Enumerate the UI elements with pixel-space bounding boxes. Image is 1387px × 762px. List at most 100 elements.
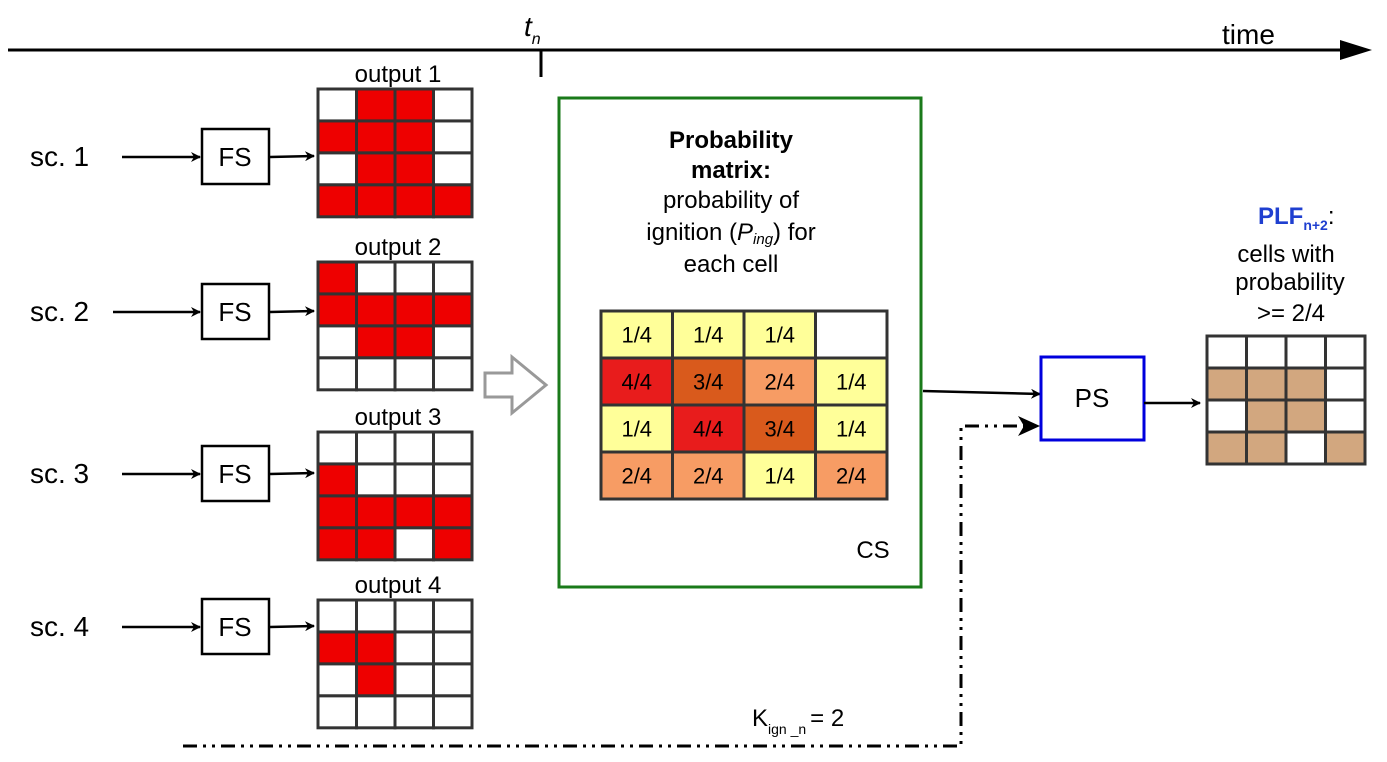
burned-cell (393, 87, 435, 123)
time-axis-arrowhead (1340, 40, 1372, 60)
fs-output-arrow (269, 621, 315, 632)
unburned-cell (316, 356, 358, 392)
unburned-cell (393, 462, 435, 498)
plf-panel: PLFn+2: cells with probability >= 2/4 (1205, 203, 1367, 466)
probability-value: 2/4 (764, 370, 795, 395)
plf-unburned-cell (1324, 366, 1367, 402)
fs-box (200, 597, 271, 656)
unburned-cell (316, 151, 358, 187)
plf-burned-cell (1284, 398, 1327, 434)
plf-line3: >= 2/4 (1257, 300, 1325, 327)
probability-value: 1/4 (621, 417, 652, 442)
probability-cell (599, 450, 674, 501)
timeline: tn time (8, 11, 1372, 77)
cs-label: CS (856, 537, 889, 564)
probability-value: 2/4 (836, 464, 867, 489)
probability-value: 3/4 (764, 417, 795, 442)
unburned-cell (355, 462, 397, 498)
burned-cell (432, 494, 474, 530)
burned-cell (316, 462, 358, 498)
plf-line1: cells with (1237, 241, 1334, 268)
burned-cell (393, 151, 435, 187)
unburned-cell (316, 694, 358, 730)
unburned-cell (432, 430, 474, 466)
tn-label: tn (524, 11, 541, 48)
cs-to-ps-arrow (922, 388, 1041, 399)
plf-burned-cell (1245, 398, 1288, 434)
burned-cell (355, 630, 397, 666)
burned-cell (316, 292, 358, 328)
probability-cell (814, 309, 889, 360)
cs-panel: Probability matrix: probability of ignit… (557, 96, 923, 589)
probability-cell (599, 309, 674, 360)
fs-label: FS (218, 142, 251, 172)
cs-desc-line3: each cell (684, 251, 779, 278)
plf-burned-cell (1245, 430, 1288, 466)
plf-grid (1205, 334, 1367, 466)
plf-burned-cell (1245, 366, 1288, 402)
unburned-cell (432, 151, 474, 187)
probability-cell (814, 356, 889, 407)
plf-unburned-cell (1205, 334, 1248, 370)
unburned-cell (393, 694, 435, 730)
probability-cell (671, 450, 746, 501)
probability-cell (599, 403, 674, 454)
plf-line2: probability (1235, 269, 1344, 296)
burned-cell (355, 292, 397, 328)
kign-label: Kign _n= 2 (752, 705, 844, 737)
burned-cell (355, 183, 397, 219)
cs-title-line1: Probability (669, 127, 794, 154)
probability-value: 2/4 (621, 464, 652, 489)
plf-unburned-cell (1324, 398, 1367, 434)
output-grid (316, 260, 474, 392)
burned-cell (316, 119, 358, 155)
fs-label: FS (218, 459, 251, 489)
burned-cell (316, 183, 358, 219)
kign-feedback-line (183, 424, 1028, 748)
probability-value: 2/4 (693, 464, 724, 489)
probability-value: 1/4 (764, 323, 795, 348)
unburned-cell (393, 430, 435, 466)
burned-cell (355, 119, 397, 155)
unburned-cell (355, 430, 397, 466)
unburned-cell (432, 462, 474, 498)
burned-cell (432, 292, 474, 328)
burned-cell (393, 494, 435, 530)
kign-arrowhead (1018, 416, 1040, 436)
unburned-cell (432, 694, 474, 730)
unburned-cell (393, 662, 435, 698)
unburned-cell (432, 324, 474, 360)
fs-label: FS (218, 297, 251, 327)
fs-label: FS (218, 612, 251, 642)
probability-cell (742, 309, 817, 360)
unburned-cell (432, 87, 474, 123)
burned-cell (355, 87, 397, 123)
plf-unburned-cell (1205, 398, 1248, 434)
cs-desc-line2: ignition (Ping) for (646, 219, 815, 248)
burned-cell (393, 324, 435, 360)
unburned-cell (432, 119, 474, 155)
probability-cell (671, 403, 746, 454)
probability-value: 1/4 (621, 323, 652, 348)
fs-box (200, 127, 271, 186)
scenario-label: sc. 4 (30, 611, 89, 642)
fs-output-arrow (269, 306, 315, 317)
unburned-cell (393, 598, 435, 634)
burned-cell (316, 260, 358, 296)
unburned-cell (393, 260, 435, 296)
burned-cell (432, 526, 474, 562)
probability-value: 1/4 (693, 323, 724, 348)
output-grid (316, 598, 474, 730)
cs-desc-line1: probability of (663, 187, 799, 214)
unburned-cell (355, 694, 397, 730)
burned-cell (393, 183, 435, 219)
unburned-cell (432, 598, 474, 634)
fs-output-arrow (269, 151, 315, 162)
plf-unburned-cell (1245, 334, 1288, 370)
unburned-cell (355, 598, 397, 634)
probability-cell (814, 403, 889, 454)
time-label: time (1222, 19, 1275, 50)
scenario-label: sc. 2 (30, 296, 89, 327)
output-label: output 4 (355, 572, 442, 599)
plf-unburned-cell (1284, 430, 1327, 466)
